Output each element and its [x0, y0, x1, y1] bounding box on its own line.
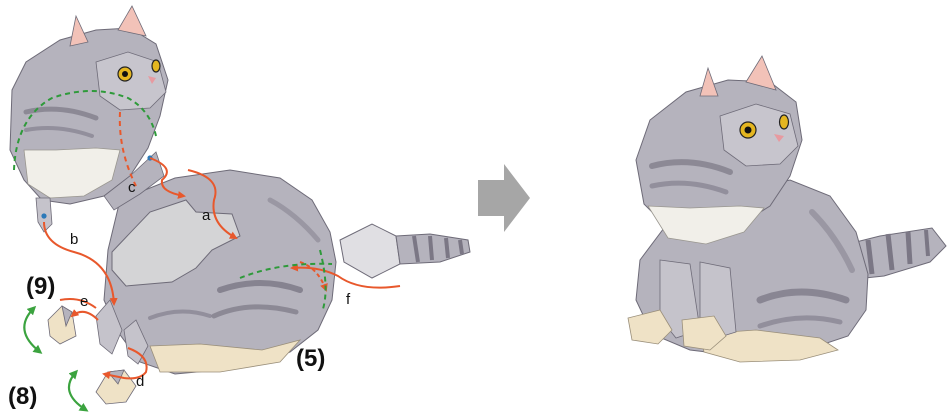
assembled-cat — [628, 56, 946, 362]
paw-piece-8 — [96, 370, 136, 404]
tail-part — [340, 224, 470, 278]
body-part — [96, 170, 336, 374]
glue-point — [41, 213, 46, 218]
label-a: a — [202, 207, 211, 224]
step-label-5: (5) — [296, 345, 325, 372]
rotate-arrow-8 — [69, 372, 86, 410]
label-c: c — [128, 179, 136, 196]
tail-stripe — [446, 238, 448, 258]
head-ear — [700, 68, 718, 96]
tail-stripe — [430, 236, 432, 260]
tail-stripe — [926, 230, 928, 256]
paw-piece-9 — [48, 306, 76, 344]
process-arrow-icon — [478, 164, 530, 232]
pupil-icon — [122, 71, 128, 77]
step-label-9: (9) — [26, 273, 55, 300]
label-f: f — [346, 291, 351, 308]
label-b: b — [70, 231, 78, 248]
attach-arrow-e2 — [60, 299, 96, 308]
pupil-icon — [745, 127, 752, 134]
tail-stripe — [460, 240, 462, 254]
exploded-view: a b c d e f (5) (8) (9) — [8, 6, 470, 410]
head-ear — [70, 16, 88, 46]
label-d: d — [136, 373, 144, 390]
tail-stripe — [908, 232, 910, 264]
label-e: e — [80, 293, 88, 310]
step-label-8: (8) — [8, 383, 37, 410]
eye-icon — [152, 60, 160, 72]
eye-icon — [780, 115, 789, 129]
tail-base — [340, 224, 400, 278]
attach-arrow-e — [72, 312, 98, 320]
rotate-arrow-9 — [24, 308, 40, 352]
